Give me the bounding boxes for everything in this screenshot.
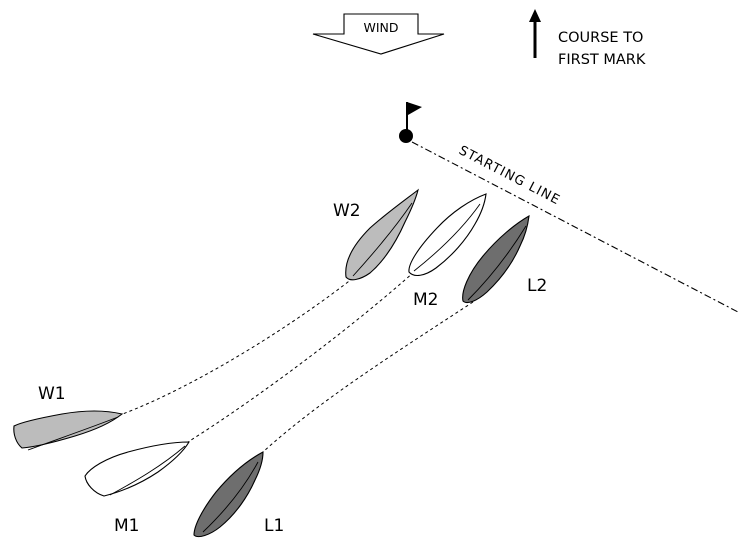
flag-mark-icon [399, 102, 422, 143]
boat-m2 [408, 193, 487, 277]
course-arrow-icon [529, 9, 541, 58]
wind-arrow-icon [312, 13, 445, 55]
course-label-line1: COURSE TO [558, 30, 643, 46]
label-w1: W1 [38, 384, 66, 404]
label-m2: M2 [413, 290, 438, 310]
label-m1: M1 [114, 516, 139, 536]
starting-line [411, 141, 738, 313]
boat-w2 [345, 188, 419, 281]
track-w [119, 277, 354, 416]
label-l2: L2 [527, 276, 547, 296]
course-label-line2: FIRST MARK [558, 52, 646, 68]
label-w2: W2 [333, 201, 361, 221]
wind-label: WIND [363, 20, 398, 35]
track-m [187, 271, 415, 443]
starting-line-label: STARTING LINE [456, 143, 563, 208]
boat-l1 [193, 451, 264, 538]
boat-l2 [462, 214, 530, 304]
boat-w1 [13, 410, 124, 451]
boat-m1 [84, 441, 190, 497]
track-l [262, 301, 474, 453]
label-l1: L1 [264, 516, 284, 536]
